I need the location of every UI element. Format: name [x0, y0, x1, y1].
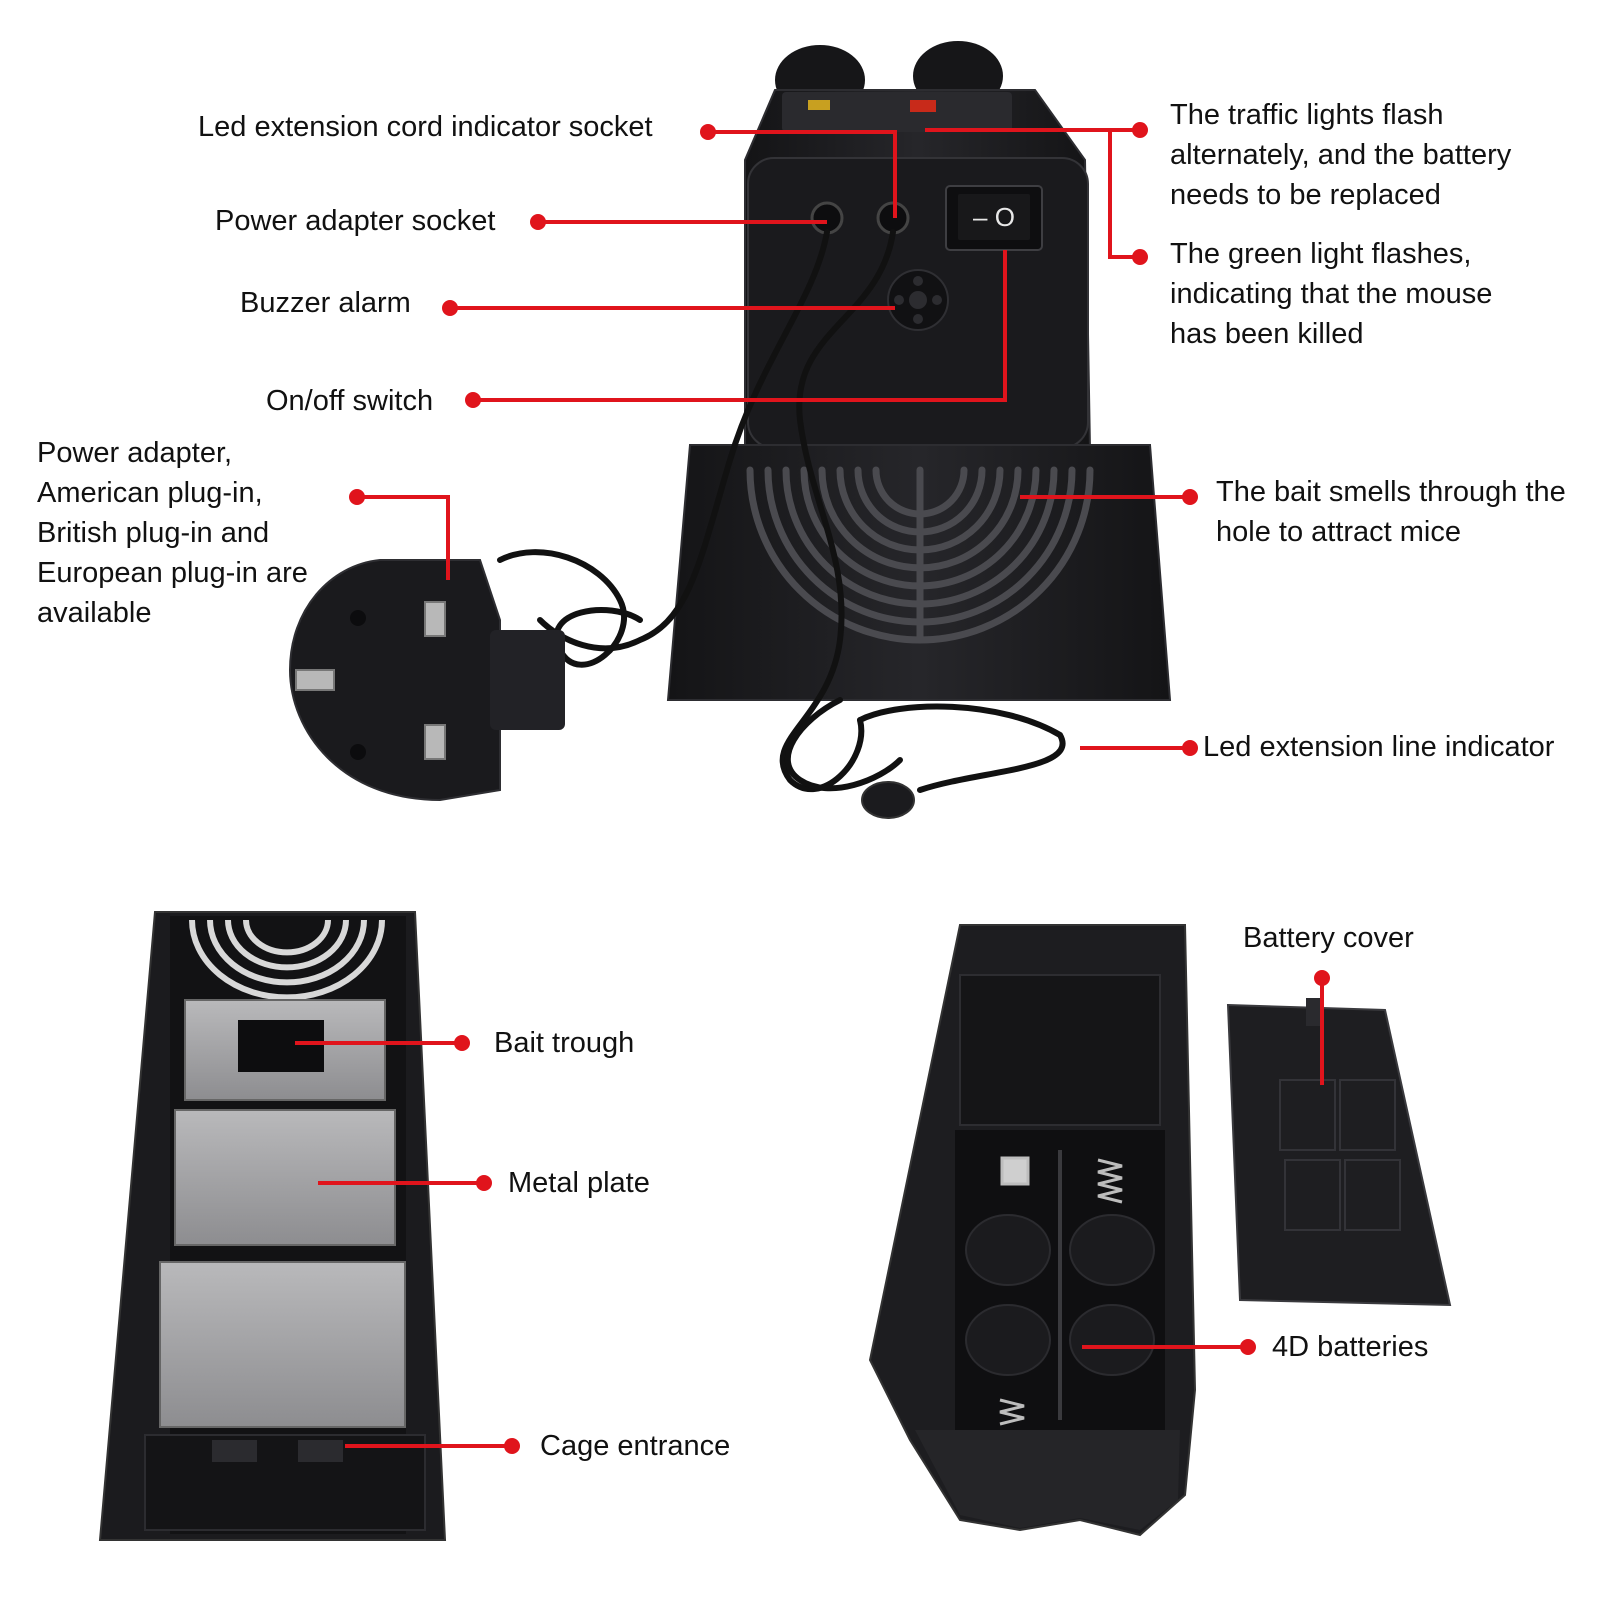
trap-rear-view: – O [288, 41, 1172, 819]
plug-hole [350, 744, 366, 760]
label-battery-cover: Battery cover [1243, 922, 1414, 954]
traffic-light-indicator [808, 100, 830, 110]
switch-symbols: – O [973, 202, 1015, 232]
callout-led-socket [708, 130, 897, 218]
label-led-socket: Led extension cord indicator socket [198, 111, 653, 143]
entrance-latches [212, 1440, 343, 1462]
callout-switch [473, 250, 1007, 402]
battery-cover-embossing [1279, 1079, 1401, 1231]
buzzer-center [909, 291, 927, 309]
buzzer-hole [913, 276, 923, 286]
bait-trough [238, 1020, 324, 1072]
power-socket-icon [810, 201, 844, 235]
bait-vent-grille [746, 466, 1094, 644]
top-grille [189, 919, 385, 1001]
callout-adapter [357, 495, 450, 580]
label-bait-smell: The bait smells through the hole to attr… [1216, 476, 1566, 548]
battery-top-panel [959, 974, 1161, 1126]
callout-dots [349, 122, 1330, 1454]
callout-lines [295, 128, 1324, 1448]
metal-plate-2 [159, 1261, 406, 1428]
buzzer-hole [894, 295, 904, 305]
label-switch: On/off switch [266, 385, 434, 417]
label-power-socket: Power adapter socket [215, 205, 496, 237]
cables [497, 229, 1066, 793]
callout-green [1108, 130, 1140, 259]
battery-springs [999, 1156, 1123, 1426]
label-adapter: Power adapter, American plug-in, British… [37, 437, 308, 629]
battery-cover-tab [1306, 998, 1324, 1026]
label-led-line: Led extension line indicator [1203, 731, 1555, 763]
label-batteries: 4D batteries [1272, 1331, 1429, 1363]
label-bait-trough: Bait trough [494, 1027, 635, 1059]
battery-cover [1226, 1003, 1452, 1307]
label-traffic-lights: The traffic lights flash alternately, an… [1170, 99, 1512, 211]
plug-pin [424, 724, 446, 760]
battery-compartment-view [868, 924, 1452, 1537]
plug-pin [424, 601, 446, 637]
battery-slots [965, 1214, 1155, 1376]
cat-face-tail [915, 1430, 1180, 1530]
cage-entrance [144, 1434, 426, 1531]
switch-rocker [958, 194, 1030, 240]
indicator-panel [782, 92, 1012, 132]
red-light-indicator [910, 100, 936, 112]
buzzer-hole [913, 314, 923, 324]
label-cage-entrance: Cage entrance [540, 1430, 731, 1462]
plug-pin [295, 669, 335, 691]
plug-hole [350, 610, 366, 626]
plug-label-block [490, 630, 565, 730]
led-extension-bulb [861, 781, 915, 819]
metal-plate-1 [174, 1109, 396, 1246]
label-green-light: The green light flashes, indicating that… [1170, 238, 1493, 350]
buzzer-hole [932, 295, 942, 305]
label-buzzer: Buzzer alarm [240, 287, 411, 319]
label-metal-plate: Metal plate [508, 1167, 650, 1199]
trap-interior-view [98, 911, 447, 1541]
uk-plug-adapter [288, 559, 565, 802]
